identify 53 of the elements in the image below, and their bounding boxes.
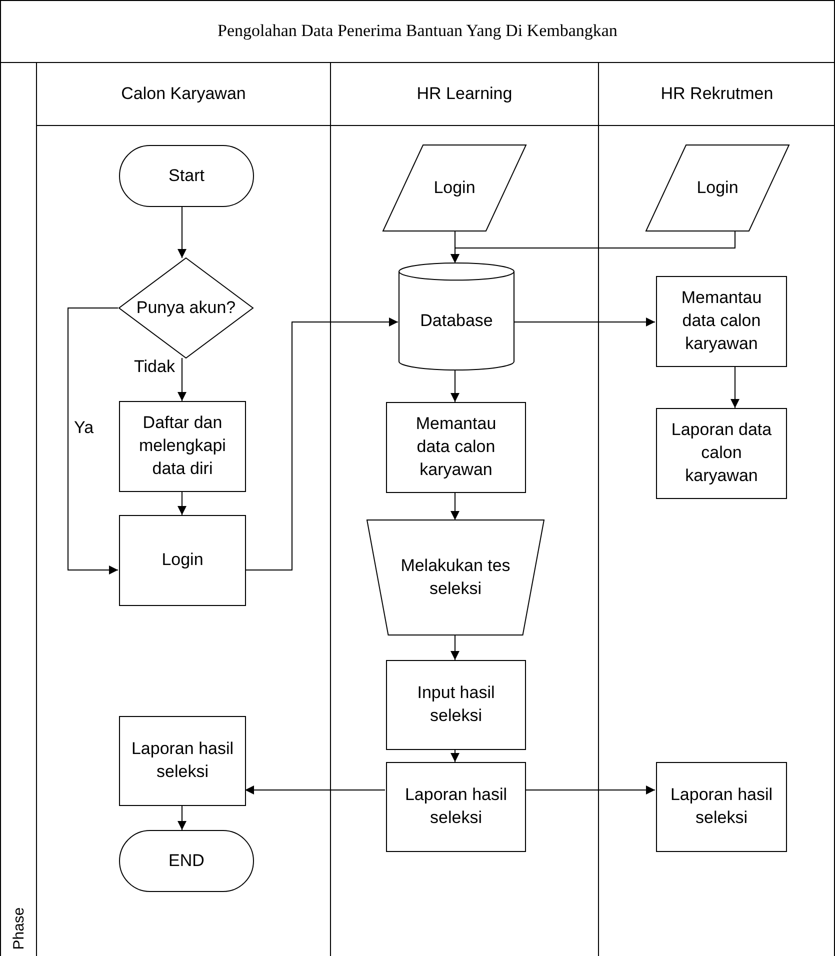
node-label: Login — [696, 176, 740, 199]
process-box — [656, 276, 787, 367]
swimlane — [598, 62, 835, 956]
arrow — [244, 318, 398, 570]
node-label: Memantau data calon karyawan — [414, 413, 498, 481]
node-label: Login — [432, 176, 476, 199]
node-label: Laporan data calon karyawan — [670, 419, 773, 487]
database-cylinder — [399, 263, 514, 370]
manual-operation-trapezoid — [367, 520, 544, 635]
node-label: Input hasil seleksi — [416, 682, 496, 727]
node-label: Laporan hasil seleksi — [669, 784, 774, 829]
node-label: END — [168, 850, 206, 872]
input-parallelogram — [383, 145, 526, 231]
process-box — [119, 401, 246, 492]
node-label: Start — [168, 164, 206, 187]
process-box — [386, 660, 526, 750]
input-parallelogram — [646, 145, 789, 231]
process-box — [386, 762, 526, 852]
node-label: Punya akun? — [135, 296, 237, 319]
arrow — [244, 786, 386, 794]
process-box — [119, 515, 246, 606]
arrow — [178, 206, 186, 258]
swimlane — [36, 62, 330, 956]
arrow — [178, 358, 186, 402]
arrow — [450, 370, 460, 402]
arrow — [450, 634, 460, 660]
process-box — [656, 408, 787, 499]
node-label: Database — [419, 310, 494, 332]
process-box — [119, 716, 246, 806]
arrow — [178, 492, 186, 516]
process-box — [386, 402, 526, 493]
node-label: Melakukan tes seleksi — [400, 554, 512, 600]
arrow — [450, 492, 460, 520]
node-label: Laporan hasil seleksi — [404, 784, 508, 829]
arrow — [524, 786, 656, 794]
lane-header: Calon Karyawan — [37, 62, 330, 126]
phase-label: Phase — [10, 906, 28, 952]
node-label: Memantau data calon karyawan — [680, 287, 763, 355]
lane-header: HR Learning — [331, 62, 598, 126]
diagram-title: Pengolahan Data Penerima Bantuan Yang Di Kembangkan — [0, 0, 835, 63]
node-label: Login — [160, 549, 204, 572]
swimlane — [330, 62, 598, 956]
arrow — [450, 750, 460, 762]
arrow — [178, 806, 186, 830]
process-box — [656, 762, 787, 852]
arrow — [730, 366, 740, 408]
node-label: Daftar dan melengkapi data diri — [138, 412, 227, 480]
arrow — [450, 230, 736, 264]
lane-header: HR Rekrutmen — [599, 62, 835, 126]
node-label: Laporan hasil seleksi — [130, 738, 235, 783]
decision-diamond — [119, 258, 253, 358]
arrow — [512, 318, 656, 326]
arrow — [68, 308, 118, 574]
